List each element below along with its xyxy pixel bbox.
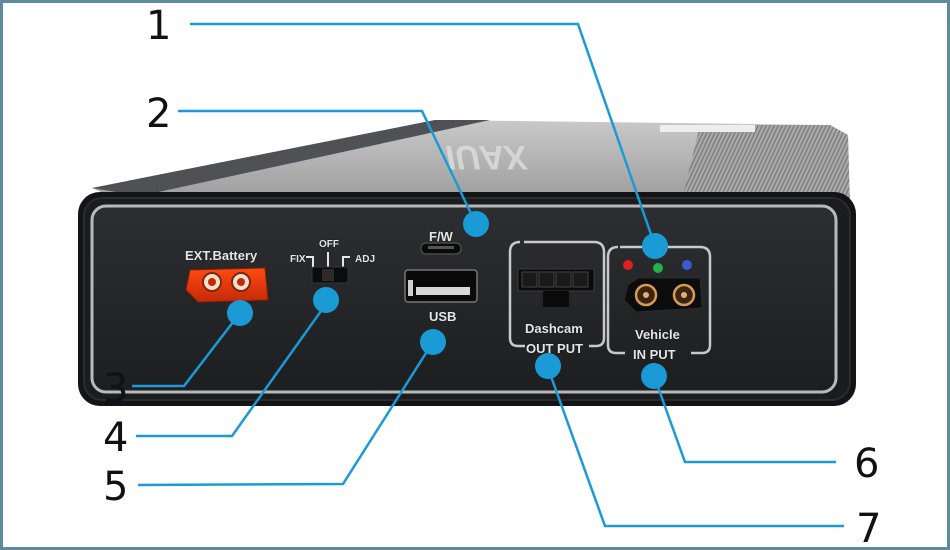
leader-2: [178, 109, 478, 225]
device-illustration: XAUI: [78, 22, 856, 528]
vehicle-input-label: IN PUT: [633, 347, 676, 362]
dashcam-output-connector: [508, 240, 606, 348]
leader-4: [136, 303, 328, 438]
leader-5: [137, 341, 435, 487]
dot-1: [642, 233, 668, 259]
svg-text:XAUI: XAUI: [442, 138, 530, 176]
callout-number-4: 4: [103, 415, 129, 461]
led-blue: [682, 260, 692, 270]
led-red: [623, 260, 633, 270]
leader-1: [190, 22, 657, 247]
ext-battery-label: EXT.Battery: [185, 248, 258, 263]
dashcam-output-label: OUT PUT: [526, 341, 584, 356]
leader-3: [132, 312, 241, 388]
switch-adj-label: ADJ: [355, 254, 376, 265]
switch-fix-label: FIX: [290, 254, 306, 265]
dot-7: [535, 353, 561, 379]
led-green: [653, 263, 663, 273]
leader-6: [652, 375, 836, 464]
status-leds: [623, 260, 692, 273]
callout-number-6: 6: [854, 441, 880, 487]
fw-port: [420, 242, 462, 255]
leader-7: [546, 367, 844, 528]
dot-5: [420, 329, 446, 355]
device-top: XAUI: [92, 120, 850, 210]
dashcam-label: Dashcam: [525, 321, 583, 336]
callout-number-7: 7: [856, 506, 882, 550]
dot-3: [227, 300, 253, 326]
callout-number-2: 2: [146, 91, 172, 137]
switch-off-label: OFF: [319, 239, 339, 250]
callout-dots: [227, 211, 668, 389]
vehicle-label: Vehicle: [635, 327, 680, 342]
callout-number-3: 3: [103, 366, 129, 412]
dot-2: [463, 211, 489, 237]
fw-label: F/W: [429, 229, 453, 244]
usb-port: [404, 269, 478, 303]
callout-number-5: 5: [103, 464, 129, 510]
usb-label: USB: [429, 309, 457, 324]
dot-4: [313, 287, 339, 313]
callout-leaders: [132, 22, 844, 528]
vehicle-input-connector: [606, 245, 712, 355]
fix-off-adj-switch: [306, 252, 350, 284]
ext-battery-connector: [185, 267, 269, 303]
dot-6: [641, 363, 667, 389]
callout-number-1: 1: [146, 3, 172, 49]
